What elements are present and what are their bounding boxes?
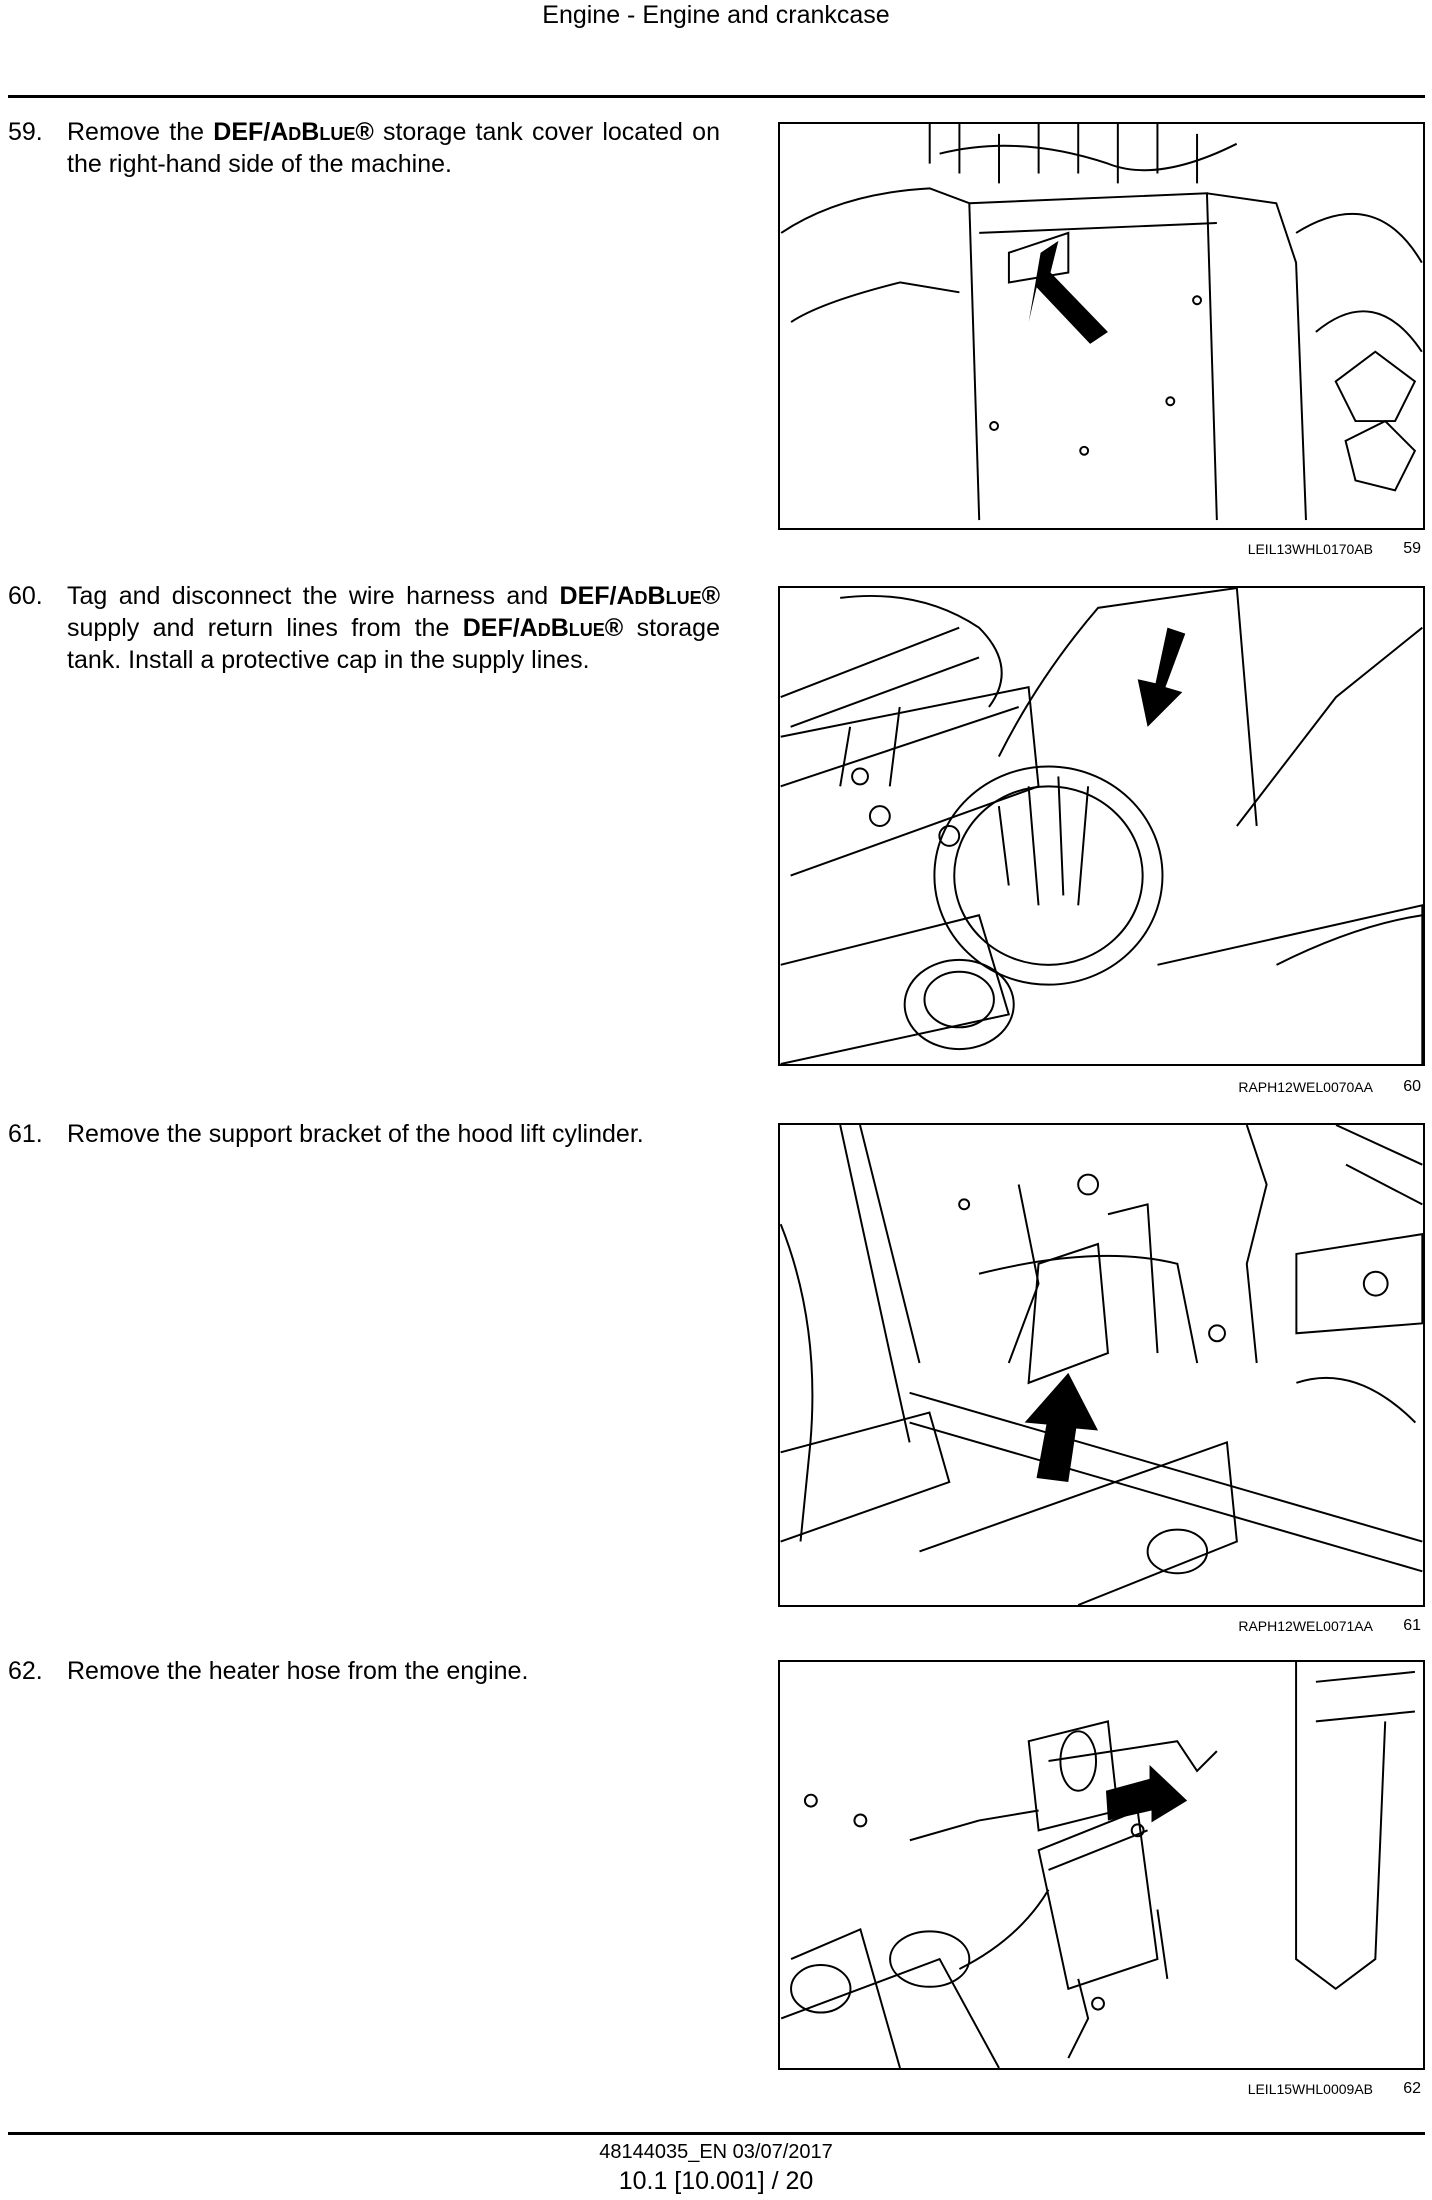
figure-code: LEIL15WHL0009AB [1247,2081,1373,2097]
header-rule [8,95,1425,98]
hood-lift-bracket-icon [780,1125,1423,1605]
footer-page-reference: 10.1 [10.001] / 20 [618,2167,814,2195]
step-number: 59. [8,118,43,146]
step-text: Remove the DEF/AdBlue® storage tank cove… [67,118,720,178]
figure-number: 59 [1403,540,1421,557]
footer-rule [8,2132,1425,2135]
step-text: Remove the support bracket of the hood l… [67,1120,644,1148]
figure-number: 62 [1403,2080,1421,2097]
step-number: 61. [8,1120,43,1148]
figure-number: 61 [1403,1617,1421,1634]
step-number: 62. [8,1657,43,1685]
footer-doc-reference: 48144035_EN 03/07/2017 [599,2141,833,2163]
step-text: Remove the heater hose from the engine. [67,1657,529,1685]
def-supply-lines-icon [780,588,1423,1064]
def-tank-cover-icon [780,124,1423,521]
figure-code: RAPH12WEL0070AA [1238,1079,1373,1095]
figure-code: RAPH12WEL0071AA [1238,1618,1373,1634]
figure-number: 60 [1403,1078,1421,1095]
step-62: 62. Remove the heater hose from the engi… [8,1655,720,1687]
heater-hose-icon [780,1662,1416,2068]
figure-60 [778,586,1425,1066]
page-header-title: Engine - Engine and crankcase [542,1,890,29]
step-60: 60. Tag and disconnect the wire harness … [8,580,720,676]
step-number: 60. [8,582,43,610]
figure-59 [778,122,1425,530]
step-61: 61. Remove the support bracket of the ho… [8,1118,720,1150]
figure-code: LEIL13WHL0170AB [1247,541,1373,557]
figure-62 [778,1660,1425,2070]
step-59: 59. Remove the DEF/AdBlue® storage tank … [8,116,720,180]
step-text: Tag and disconnect the wire harness and … [67,582,720,674]
figure-61 [778,1123,1425,1607]
